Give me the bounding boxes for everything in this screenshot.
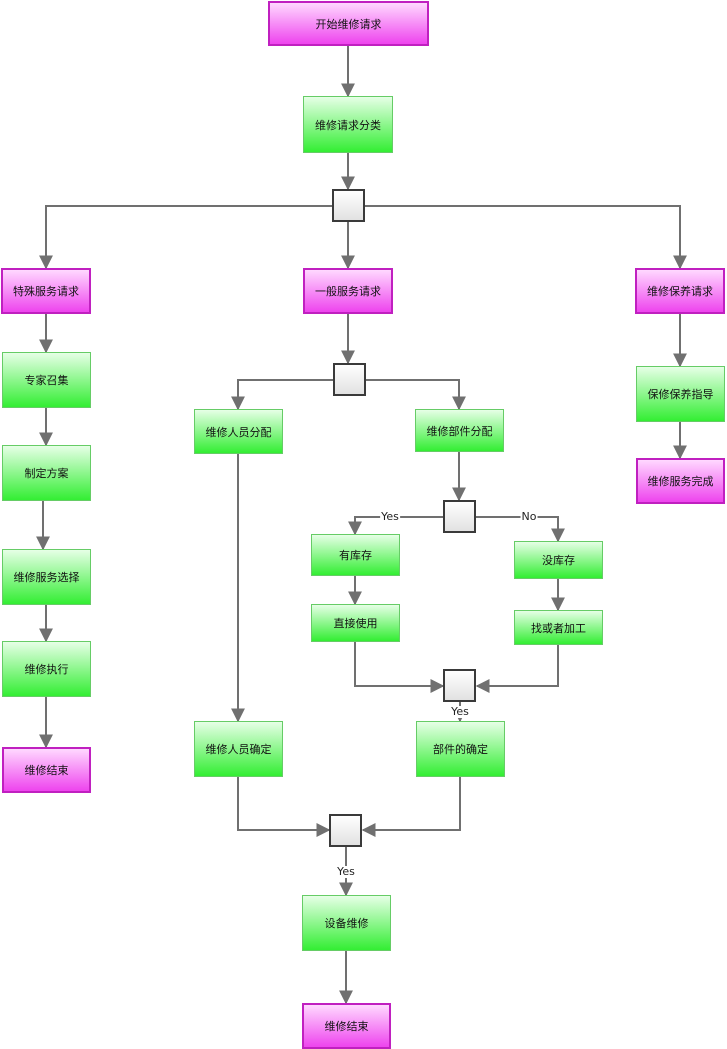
node-expert[interactable]: 专家召集 [2, 352, 91, 408]
node-no-stock[interactable]: 没库存 [514, 541, 603, 579]
edge-gate2-parts [365, 379, 466, 411]
node-in-stock[interactable]: 有库存 [311, 534, 400, 576]
node-maintain-done[interactable]: 维修服务完成 [636, 458, 725, 504]
edge-gate3-instock [348, 516, 443, 536]
node-staff-assign[interactable]: 维修人员分配 [194, 409, 283, 454]
gateway-final-merge[interactable] [329, 814, 362, 847]
edge-label-yes-repair: Yes [336, 865, 356, 878]
edge-gate1-special [39, 205, 332, 270]
node-direct-use[interactable]: 直接使用 [311, 604, 400, 642]
edge-gate1-maintain [364, 205, 687, 270]
node-execute[interactable]: 维修执行 [2, 641, 91, 697]
edge-partsconfirm-gate5 [361, 777, 461, 837]
node-general-request[interactable]: 一般服务请求 [303, 268, 393, 314]
node-maintain-guide[interactable]: 保修保养指导 [636, 366, 725, 422]
gateway-classify[interactable] [332, 189, 365, 222]
node-parts-confirm[interactable]: 部件的确定 [416, 721, 505, 777]
edge-label-yes-instock: Yes [380, 510, 400, 523]
edge-direct-gate4 [354, 642, 445, 693]
node-end-bottom[interactable]: 维修结束 [302, 1003, 391, 1049]
node-special-request[interactable]: 特殊服务请求 [1, 268, 91, 314]
gateway-general[interactable] [333, 363, 366, 396]
node-parts-assign[interactable]: 维修部件分配 [415, 409, 504, 452]
node-end-left[interactable]: 维修结束 [2, 747, 91, 793]
node-maintain-request[interactable]: 维修保养请求 [635, 268, 725, 314]
node-repair[interactable]: 设备维修 [302, 895, 391, 951]
edge-gate2-staff [231, 379, 333, 411]
edge-label-yes-parts: Yes [450, 705, 470, 718]
node-staff-confirm[interactable]: 维修人员确定 [194, 721, 283, 777]
edge-staffconfirm-gate5 [237, 777, 331, 837]
node-service-select[interactable]: 维修服务选择 [2, 549, 91, 605]
node-plan[interactable]: 制定方案 [2, 445, 91, 501]
edge-label-no-nostock: No [520, 510, 538, 523]
gateway-stock[interactable] [443, 500, 476, 533]
edge-gate3-nostock [475, 516, 565, 543]
node-start[interactable]: 开始维修请求 [268, 1, 429, 46]
edge-find-gate4 [475, 645, 559, 693]
node-find-or-make[interactable]: 找或者加工 [514, 610, 603, 645]
node-classify[interactable]: 维修请求分类 [303, 96, 393, 153]
gateway-parts-merge[interactable] [443, 669, 476, 702]
